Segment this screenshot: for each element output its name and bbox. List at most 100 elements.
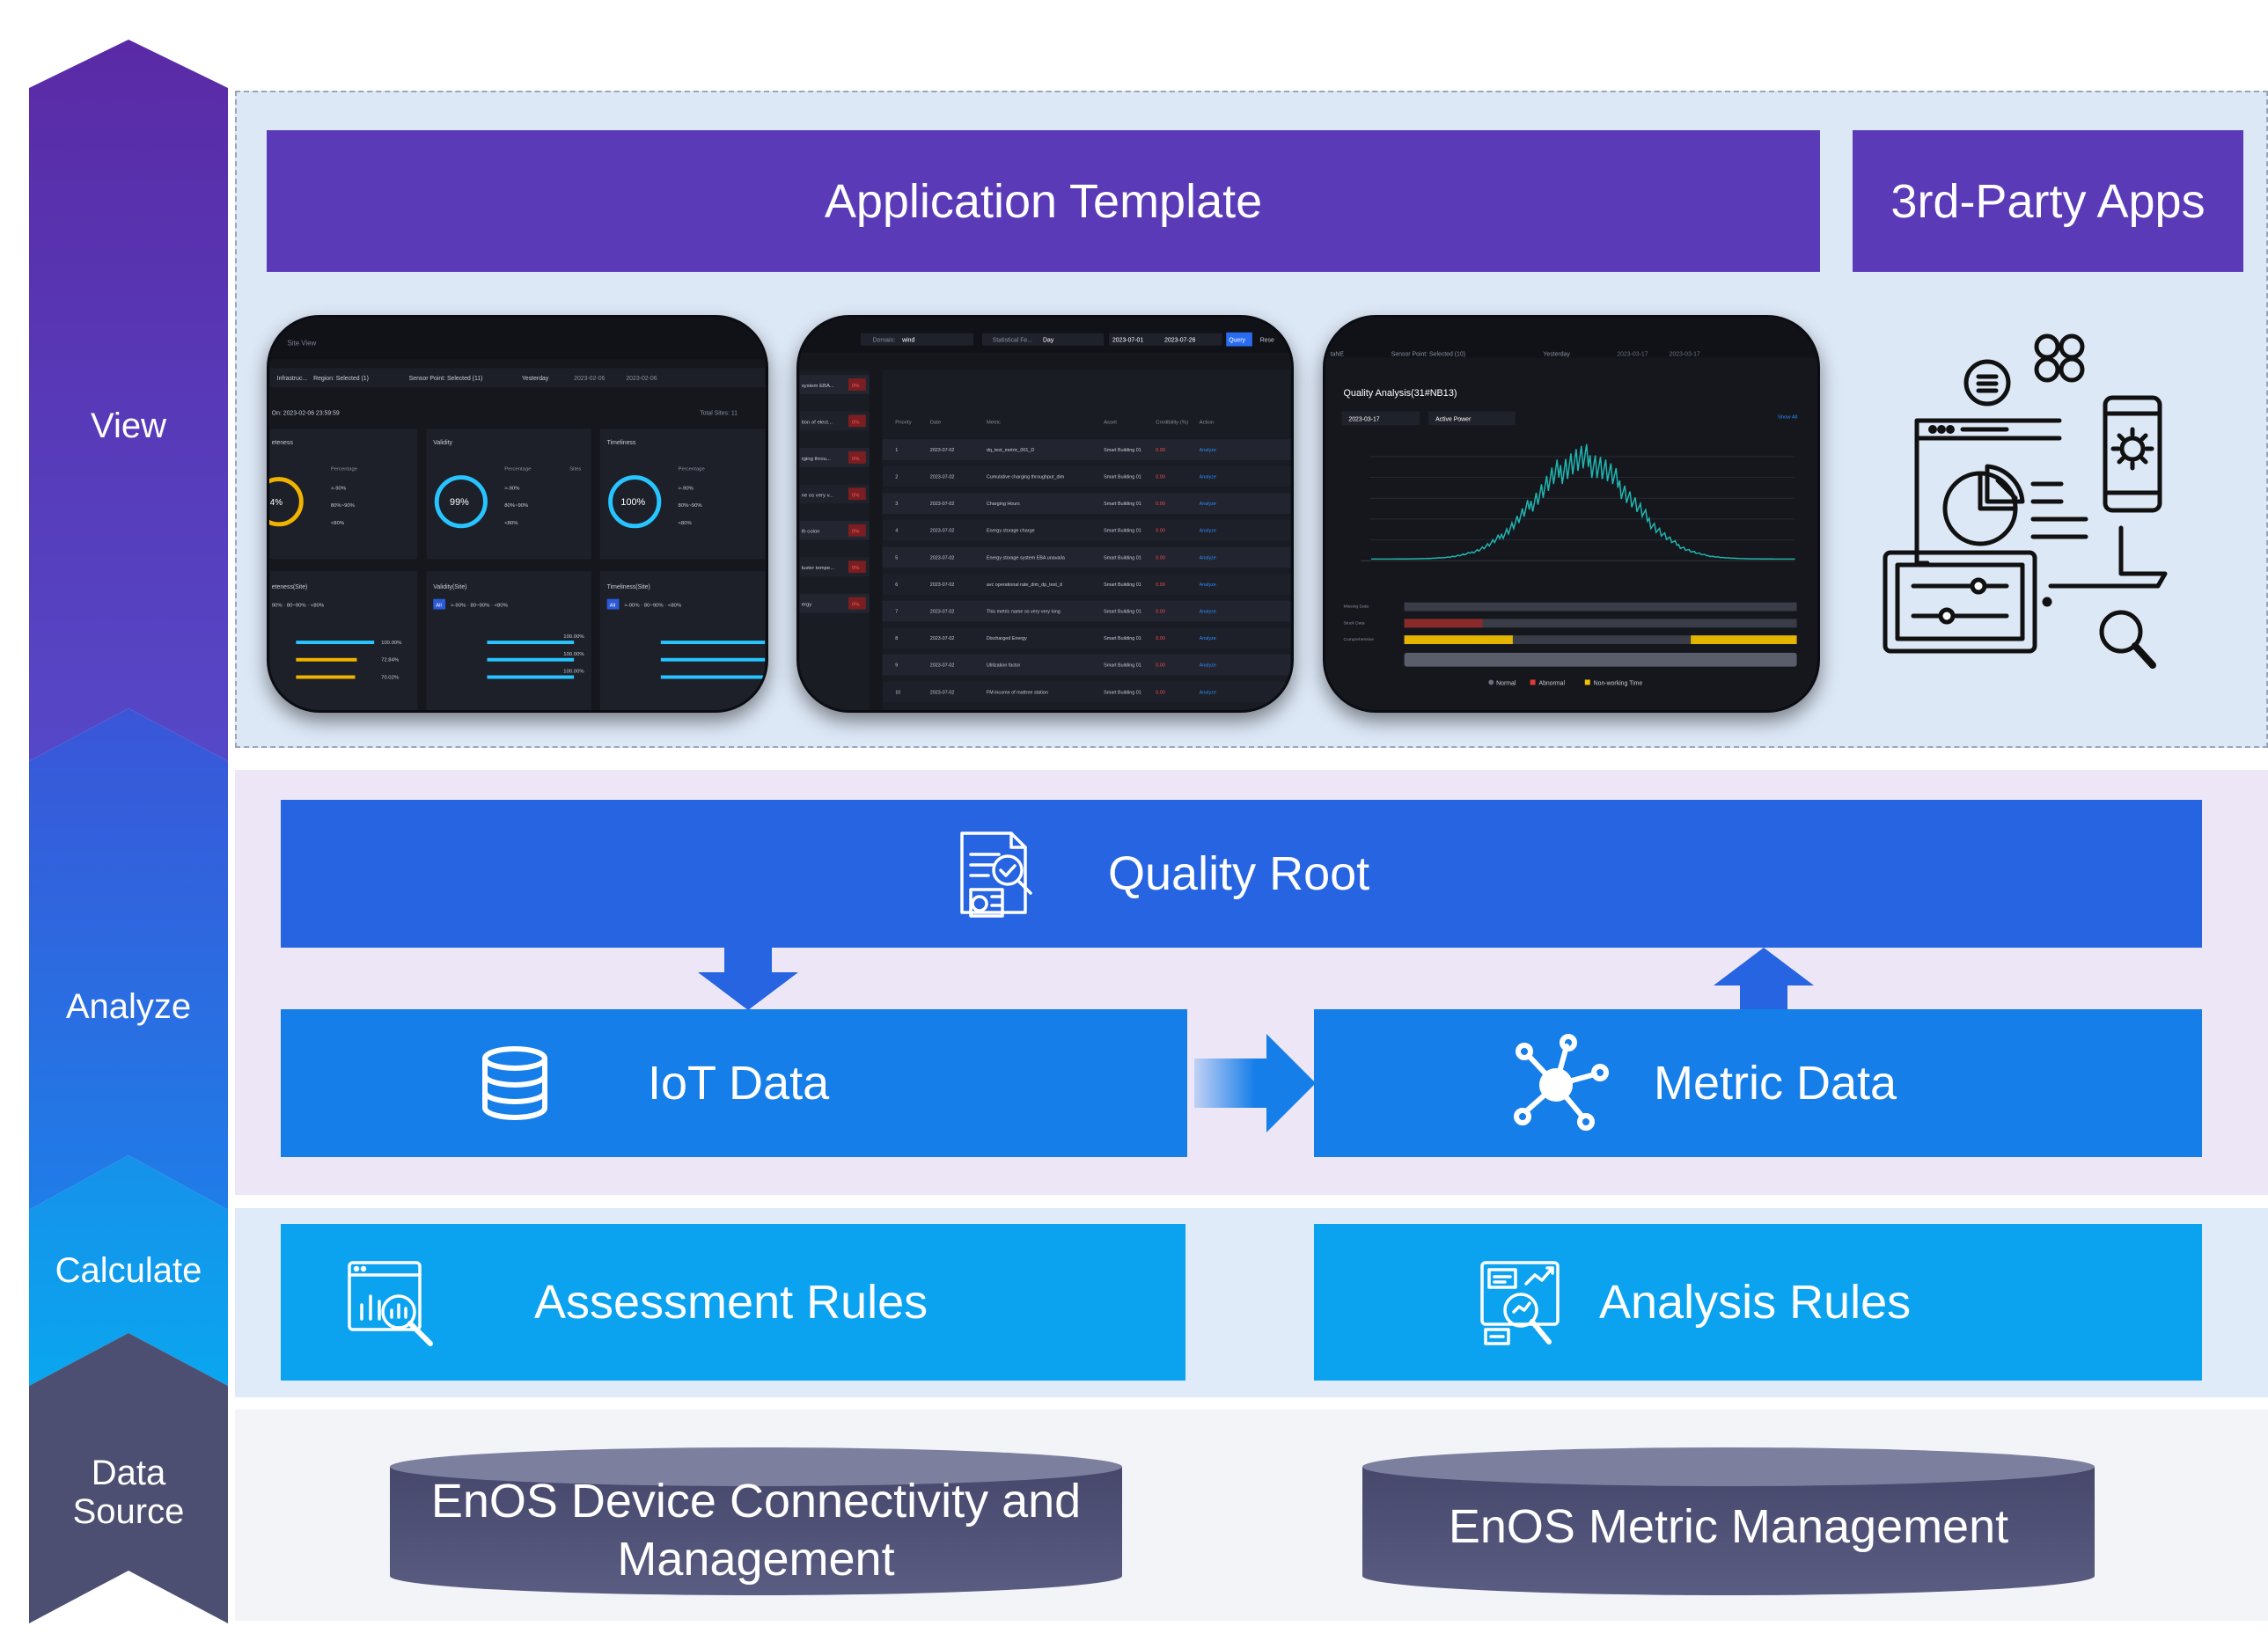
svg-text:Show All: Show All (1778, 414, 1798, 420)
application-template-box: Application Template (267, 130, 1820, 272)
thumb2-table-cell: Analyze (1200, 529, 1216, 534)
thumb2-table-cell: Analyze (1200, 636, 1216, 641)
menu-circle-icon (1963, 359, 2011, 407)
svg-text:100.00%: 100.00% (563, 634, 584, 640)
thumb3-title: Quality Analysis(31#NB13) (1343, 388, 1457, 399)
stage-arrow-column (29, 40, 228, 1623)
thumb2-table-row (882, 574, 1291, 595)
enos-device-cylinder (390, 1447, 1122, 1595)
thumb1-filter-sensor: Sensor Point: Selected (11) (409, 376, 483, 382)
thumb2-table-cell: dq_test_metric_001_D (987, 448, 1034, 453)
thumb2-table-cell: 0.00 (1156, 502, 1165, 507)
enos-device-label-line2: Management (617, 1533, 895, 1586)
thumb2-table-cell: 2023-07-02 (930, 555, 955, 560)
thumb2-table-cell: Analyze (1200, 502, 1216, 507)
svg-text:Abnormal: Abnormal (1538, 680, 1565, 686)
svg-text:<80%: <80% (331, 521, 345, 526)
thumb2-table-cell: 0.00 (1156, 448, 1165, 453)
thumb2-table-cell: Smart Building 01 (1104, 555, 1141, 560)
thumb2-column-header: Credibility (%) (1156, 420, 1188, 425)
enos-device-label-line1: EnOS Device Connectivity and (430, 1475, 1082, 1528)
thumb2-table-cell: FM income of mattree station (987, 690, 1048, 695)
svg-text:eteness(Site): eteness(Site) (272, 584, 308, 590)
thumb2-table-cell: 0.00 (1156, 582, 1165, 588)
svg-text:2023-07-26: 2023-07-26 (1164, 338, 1195, 344)
thumb2-table-cell: 9 (895, 663, 898, 669)
thumb2-side-value: 0% (852, 566, 860, 571)
thumb2-table-cell: Cumulative charging throughput_dim (987, 475, 1065, 480)
svg-text:90% · 80~90% · <80%: 90% · 80~90% · <80% (272, 604, 325, 609)
thumb2-table-cell: 2023-07-02 (930, 529, 955, 534)
thumb2-side-value: 0% (852, 603, 860, 608)
thumb2-table-cell: 0.00 (1156, 663, 1165, 669)
thumb2-table-cell: avc operational rate_dim_dp_test_d (987, 582, 1062, 588)
svg-text:Active Power: Active Power (1435, 416, 1472, 422)
arrow-down-to-iot (698, 948, 798, 1010)
thumb2-table-row (882, 493, 1291, 514)
thumb2-table-cell: Smart Building 01 (1104, 582, 1141, 588)
arrow-iot-to-metric (1194, 1034, 1316, 1132)
thumb2-table-cell: Smart Building 01 (1104, 690, 1141, 695)
thumb2-query-button: Query (1229, 338, 1245, 344)
thumb2-side-value: 0% (852, 530, 860, 535)
quality-report-icon (960, 831, 1032, 918)
thumb2-table-cell: Utilization factor (987, 663, 1021, 669)
thumb2-table-cell: Smart Building 01 (1104, 529, 1141, 534)
thumb1-header: Site View (288, 340, 317, 348)
analysis-chart-icon (1480, 1261, 1560, 1345)
thumb1-filter-region: Region: Selected (1) (313, 376, 369, 382)
thumb2-table-cell: 7 (895, 609, 898, 614)
thumb2-table-cell: 0.00 (1156, 555, 1165, 560)
network-nodes-icon (1514, 1034, 1609, 1131)
svg-text:Missing Data: Missing Data (1343, 604, 1369, 610)
thumb2-table-cell: 2023-07-02 (930, 475, 955, 480)
thumb1-subtitle-timeliness-site: Timeliness(Site) (607, 584, 650, 590)
svg-text:2023-03-17: 2023-03-17 (1348, 416, 1379, 422)
thumb1-card-validity-value: 99% (450, 497, 469, 508)
thumb2-side-badge (848, 414, 866, 428)
svg-text:2023-03-17: 2023-03-17 (1617, 351, 1648, 357)
thumb2-side-badge (848, 487, 866, 501)
thumb2-side-badge (848, 378, 866, 391)
thumb2-side-badge (848, 560, 866, 574)
thumb2-table-cell: 2023-07-02 (930, 636, 955, 641)
thumb2-table-row (882, 600, 1291, 622)
thumb2-table-cell: 2023-07-02 (930, 663, 955, 669)
svg-text:Infrastruc...: Infrastruc... (277, 376, 308, 382)
thumb2-table-cell: Analyze (1200, 690, 1216, 695)
stage-label-view: View (91, 407, 166, 445)
analysis-rules-label: Analysis Rules (1599, 1276, 1912, 1329)
metric-data-box: Metric Data (1314, 1009, 2202, 1157)
thumb2-side-value: 0% (852, 493, 860, 498)
thumb2-table-cell: 0.00 (1156, 636, 1165, 641)
assessment-rules-box: Assessment Rules (281, 1224, 1185, 1381)
svg-text:Percentage: Percentage (504, 467, 532, 473)
thumb2-table-cell: Analyze (1200, 663, 1216, 669)
svg-text:>-90%: >-90% (679, 486, 694, 491)
thumb2-column-header: Metric (987, 420, 1001, 425)
database-icon (482, 1046, 547, 1120)
svg-text:80%~90%: 80%~90% (679, 503, 703, 509)
thumb2-table-cell: Energy storage system EBA unavaila (987, 555, 1065, 560)
thumb2-column-header: Asset (1104, 420, 1117, 425)
calculate-stage-segment (29, 1155, 228, 1386)
thumb1-filter-period: Yesterday (522, 376, 549, 382)
iot-data-label: IoT Data (648, 1057, 830, 1110)
thumb2-table-cell: Smart Building 01 (1104, 636, 1141, 641)
svg-text:Statistical Fe...: Statistical Fe... (993, 338, 1032, 344)
thumb2-table-cell: Smart Building 01 (1104, 448, 1141, 453)
thumb2-column-header: Action (1200, 420, 1214, 425)
svg-text:Domain:: Domain: (873, 338, 896, 344)
thumb2-table-cell: Analyze (1200, 448, 1216, 453)
data-source-stage-segment (29, 1333, 228, 1623)
thumb2-table-row (882, 627, 1291, 648)
thumb1-card-timeliness-title: Timeliness (607, 440, 636, 446)
thumb2-table-cell: Charging Hours (987, 502, 1020, 507)
enos-metric-cylinder (1362, 1447, 2095, 1595)
thumb2-side-label: system EBA... (802, 384, 834, 389)
thumb3-active-power-series (1371, 443, 1795, 560)
thumb2-table-cell: Smart Building 01 (1104, 609, 1141, 614)
magnifier-icon (2099, 610, 2156, 669)
svg-text:70.02%: 70.02% (381, 675, 400, 680)
